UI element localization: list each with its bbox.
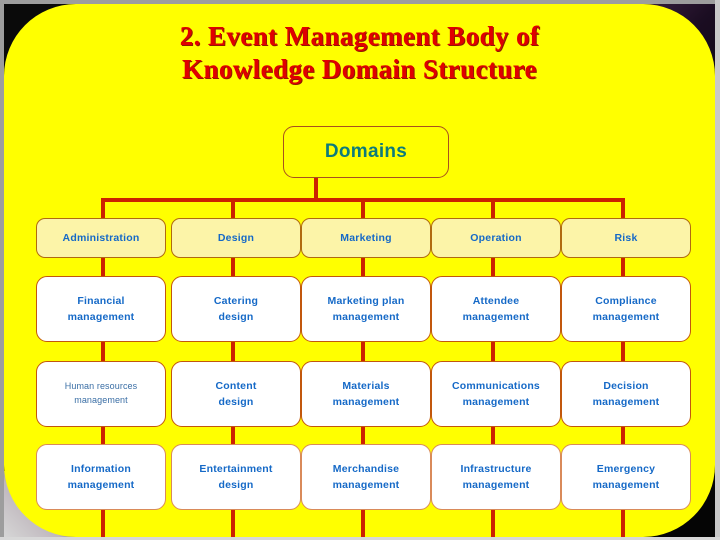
slide-edge-left [0,0,4,540]
node-label-line2: management [462,311,530,323]
node-compliance-management[interactable]: Compliance management [561,276,691,342]
node-label-line1: Decision [603,379,649,392]
node-label-line1: Entertainment [199,462,273,475]
node-marketing-plan-management[interactable]: Marketing plan management [301,276,431,342]
node-label-line2: management [67,479,135,491]
node-decision-management[interactable]: Decision management [561,361,691,427]
node-infrastructure-management[interactable]: Infrastructure management [431,444,561,510]
node-label-line2: design [218,396,254,408]
node-label-line2: design [218,479,254,491]
node-label-line1: Compliance [595,294,657,307]
node-materials-management[interactable]: Materials management [301,361,431,427]
node-label-line2: management [67,311,135,323]
node-label-line1: Merchandise [332,462,400,475]
node-label-line1: Information [71,462,131,475]
node-label-line1: Communications [452,379,540,392]
node-label-line2: design [218,311,254,323]
node-label-line1: Catering [213,294,259,307]
node-attendee-management[interactable]: Attendee management [431,276,561,342]
node-label-line2: management [74,395,128,405]
node-label: Administration [62,231,140,244]
node-label-line1: Emergency [596,462,656,475]
node-domain-design[interactable]: Design [171,218,301,258]
node-label-line1: Infrastructure [460,462,532,475]
slide-edge-right [715,0,720,540]
node-label-line1: Human resources [64,381,138,392]
node-label-line2: management [462,396,530,408]
connector-root-down [314,178,318,202]
node-label-line1: Attendee [472,294,520,307]
node-information-management[interactable]: Information management [36,444,166,510]
node-root-label: Domains [324,141,408,163]
slide-edge-top [0,0,720,4]
page-title: 2. Event Management Body of Knowledge Do… [179,21,540,84]
node-label-line2: management [592,396,660,408]
node-domain-risk[interactable]: Risk [561,218,691,258]
node-entertainment-design[interactable]: Entertainment design [171,444,301,510]
node-financial-management[interactable]: Financial management [36,276,166,342]
node-merchandise-management[interactable]: Merchandise management [301,444,431,510]
node-label-line1: Materials [342,379,390,392]
node-communications-management[interactable]: Communications management [431,361,561,427]
node-content-design[interactable]: Content design [171,361,301,427]
node-root-domains[interactable]: Domains [283,126,449,178]
node-label-line2: management [592,311,660,323]
node-label: Design [217,231,255,244]
node-human-resources-management[interactable]: Human resources management [36,361,166,427]
node-label: Operation [470,231,522,244]
slide-content-area: 2. Event Management Body of Knowledge Do… [4,4,715,537]
node-label-line1: Financial [77,294,125,307]
node-domain-operation[interactable]: Operation [431,218,561,258]
node-domain-administration[interactable]: Administration [36,218,166,258]
node-emergency-management[interactable]: Emergency management [561,444,691,510]
node-label-line2: management [592,479,660,491]
node-label-line2: management [332,396,400,408]
node-label-line2: management [462,479,530,491]
node-catering-design[interactable]: Catering design [171,276,301,342]
node-label-line1: Content [215,379,257,392]
node-label: Marketing [340,231,392,244]
node-label-line2: management [332,479,400,491]
node-label: Risk [614,231,638,244]
node-domain-marketing[interactable]: Marketing [301,218,431,258]
slide-edge-bottom [0,537,720,540]
node-label-line2: management [332,311,400,323]
node-label-line1: Marketing plan [327,294,405,307]
